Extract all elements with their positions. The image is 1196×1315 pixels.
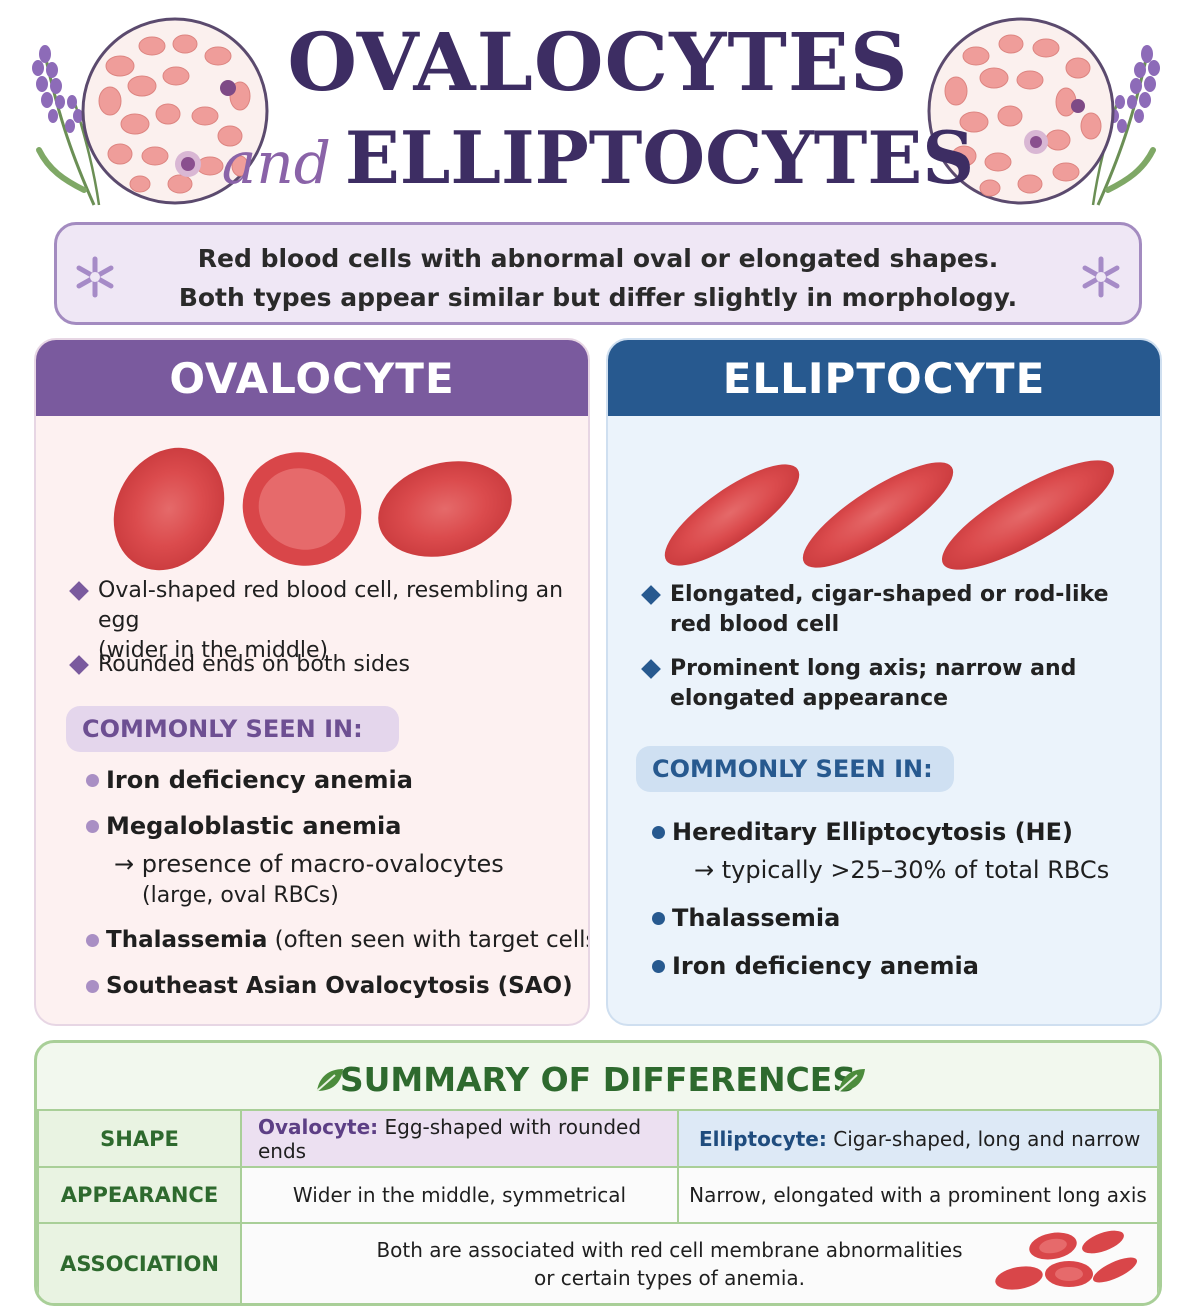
elliptocyte-feature: Prominent long axis; narrow and elongate… bbox=[641, 654, 1154, 714]
bullet-dot-icon bbox=[86, 934, 99, 947]
intro-banner: Red blood cells with abnormal oval or el… bbox=[54, 222, 1142, 325]
ovalocyte-panel: OVALOCYTE Oval-shaped red blood cell, re… bbox=[34, 338, 590, 1026]
table-row: APPEARANCE Wider in the middle, symmetri… bbox=[37, 1166, 1159, 1224]
row-label: ASSOCIATION bbox=[37, 1222, 242, 1303]
title-line-2: ELLIPTOCYTES bbox=[344, 115, 975, 200]
bullet-dot-icon bbox=[652, 960, 665, 973]
diamond-bullet-icon bbox=[641, 659, 661, 679]
bullet-dot-icon bbox=[652, 912, 665, 925]
ovalocyte-feature: Rounded ends on both sides bbox=[69, 650, 582, 680]
microscope-smear-illustration bbox=[927, 17, 1115, 205]
elliptocyte-cell: Narrow, elongated with a prominent long … bbox=[677, 1166, 1159, 1224]
asterisk-flower-icon bbox=[76, 256, 114, 298]
elliptocyte-heading: ELLIPTOCYTE bbox=[608, 340, 1160, 416]
association-cell: Both are associated with red cell membra… bbox=[240, 1222, 1159, 1303]
summary-title: SUMMARY OF DIFFERENCES bbox=[339, 1060, 857, 1099]
ovalocyte-feature: Oval-shaped red blood cell, resembling a… bbox=[69, 576, 582, 666]
row-label: SHAPE bbox=[37, 1109, 242, 1168]
elliptocyte-feature: Elongated, cigar-shaped or rod-like red … bbox=[641, 580, 1154, 640]
ovalocyte-heading: OVALOCYTE bbox=[36, 340, 588, 416]
table-row: SHAPE Ovalocyte: Egg-shaped with rounded… bbox=[37, 1109, 1159, 1168]
table-row: ASSOCIATION Both are associated with red… bbox=[37, 1222, 1159, 1303]
ovalocyte-cell: Ovalocyte: Egg-shaped with rounded ends bbox=[240, 1109, 679, 1168]
ovalocyte-condition: Thalassemia (often seen with target cell… bbox=[86, 924, 588, 956]
elliptocyte-condition: Thalassemia bbox=[652, 902, 840, 934]
diamond-bullet-icon bbox=[641, 585, 661, 605]
ovalocyte-condition: Megaloblastic anemia bbox=[86, 810, 401, 842]
title-conjunction: and bbox=[221, 129, 331, 197]
bullet-dot-icon bbox=[86, 980, 99, 993]
asterisk-flower-icon bbox=[1082, 256, 1120, 298]
ovalocyte-condition: Iron deficiency anemia bbox=[86, 764, 413, 796]
red-blood-cell-illustration bbox=[995, 1230, 1138, 1290]
ovalocyte-cell: Wider in the middle, symmetrical bbox=[240, 1166, 679, 1224]
ovalocyte-condition-detail: (large, oval RBCs) bbox=[142, 883, 339, 908]
lavender-sprig-icon bbox=[32, 45, 101, 206]
ovalocyte-condition-detail: → presence of macro-ovalocytes bbox=[114, 850, 504, 878]
bullet-dot-icon bbox=[652, 826, 665, 839]
ovalocyte-cells-illustration bbox=[113, 447, 512, 571]
association-line-1: Both are associated with red cell membra… bbox=[376, 1238, 963, 1262]
summary-table: SHAPE Ovalocyte: Egg-shaped with rounded… bbox=[37, 1109, 1159, 1303]
ovalocyte-condition: Southeast Asian Ovalocytosis (SAO) bbox=[86, 970, 573, 1002]
leaf-icon bbox=[316, 1069, 343, 1092]
elliptocyte-condition: Iron deficiency anemia bbox=[652, 950, 979, 982]
page-title: OVALOCYTES bbox=[287, 15, 909, 109]
elliptocyte-cells-illustration bbox=[664, 460, 1115, 570]
microscope-smear-illustration bbox=[81, 17, 269, 205]
association-line-2: or certain types of anemia. bbox=[533, 1266, 805, 1290]
elliptocyte-cell: Elliptocyte: Cigar-shaped, long and narr… bbox=[677, 1109, 1159, 1168]
elliptocyte-seen-in-label: COMMONLY SEEN IN: bbox=[636, 746, 954, 792]
diamond-bullet-icon bbox=[69, 655, 89, 675]
leaf-icon bbox=[838, 1069, 865, 1092]
elliptocyte-panel: ELLIPTOCYTE Elongated, cigar-shaped or r… bbox=[606, 338, 1162, 1026]
elliptocyte-condition-detail: → typically >25–30% of total RBCs bbox=[694, 856, 1110, 884]
elliptocyte-condition: Hereditary Elliptocytosis (HE) bbox=[652, 816, 1073, 848]
bullet-dot-icon bbox=[86, 820, 99, 833]
row-label: APPEARANCE bbox=[37, 1166, 242, 1224]
summary-section: SUMMARY OF DIFFERENCES SHAPE Ovalocyte: … bbox=[34, 1040, 1162, 1306]
diamond-bullet-icon bbox=[69, 581, 89, 601]
intro-line-2: Both types appear similar but differ sli… bbox=[178, 283, 1018, 312]
ovalocyte-seen-in-label: COMMONLY SEEN IN: bbox=[66, 706, 399, 752]
bullet-dot-icon bbox=[86, 774, 99, 787]
intro-line-1: Red blood cells with abnormal oval or el… bbox=[197, 244, 999, 273]
